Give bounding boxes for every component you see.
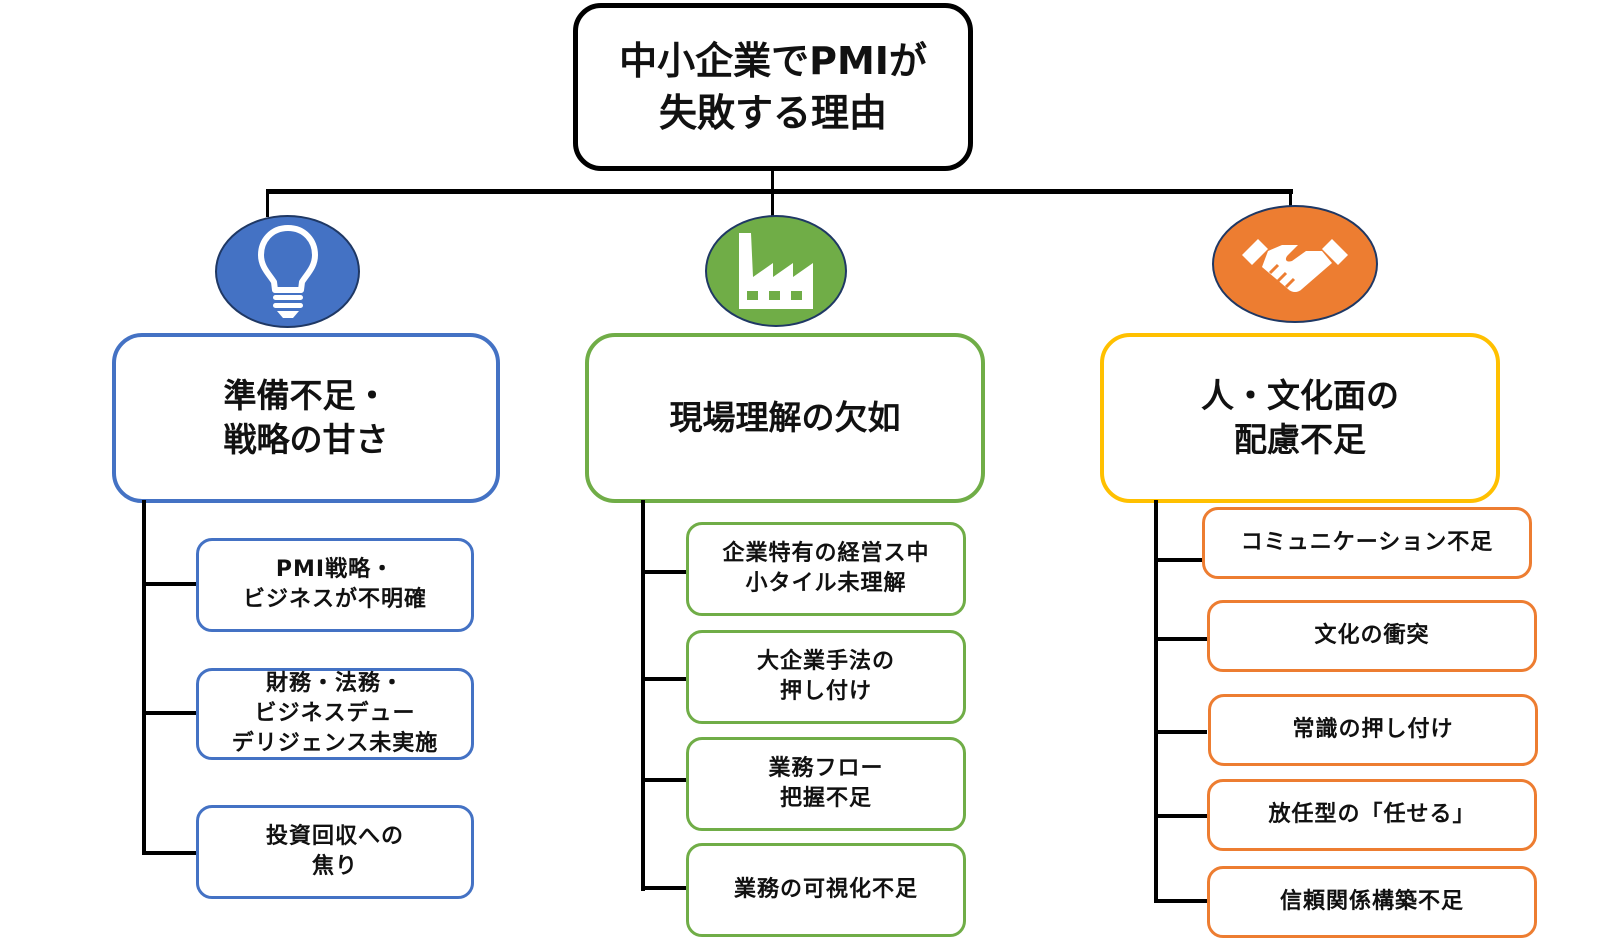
branch — [641, 570, 686, 574]
category-title-line1: 人・文化面の — [1201, 376, 1399, 415]
branch — [641, 677, 686, 681]
root-title-line2: 失敗する理由 — [658, 91, 887, 135]
trunk-field — [641, 500, 645, 891]
connector-left-drop — [266, 189, 269, 217]
reason-item: 信頼関係構築不足 — [1207, 866, 1537, 938]
branch — [142, 851, 196, 855]
reason-text: 小タイル未理解 — [745, 571, 907, 596]
category-title-line2: 配慮不足 — [1234, 420, 1366, 459]
reason-text: 投資回収への — [265, 824, 404, 849]
reason-text: 押し付け — [779, 679, 872, 704]
reason-item: 企業特有の経営ス中 小タイル未理解 — [686, 522, 966, 616]
reason-item: 大企業手法の 押し付け — [686, 630, 966, 724]
category-title-line1: 現場理解の欠如 — [669, 398, 901, 437]
trunk-culture — [1154, 500, 1158, 903]
reason-text: 放任型の「任せる」 — [1268, 802, 1476, 827]
root-title-line1: 中小企業でPMIが — [619, 39, 927, 83]
reason-text: PMI戦略・ — [275, 557, 395, 582]
reason-item: 業務フロー 把握不足 — [686, 737, 966, 831]
branch — [1154, 814, 1207, 818]
connector-right-drop — [1289, 189, 1292, 207]
reason-item: 放任型の「任せる」 — [1207, 779, 1537, 851]
category-box-culture: 人・文化面の 配慮不足 — [1100, 333, 1500, 503]
reason-item: コミュニケーション不足 — [1202, 507, 1532, 579]
reason-item: 業務の可視化不足 — [686, 843, 966, 937]
reason-text: ビジネスが不明確 — [242, 587, 427, 612]
reason-text: 把握不足 — [779, 786, 872, 811]
lightbulb-icon — [215, 215, 360, 328]
category-box-field: 現場理解の欠如 — [585, 333, 985, 503]
branch — [641, 886, 686, 890]
reason-text: 業務フロー — [768, 756, 884, 781]
reason-item: 文化の衝突 — [1207, 600, 1537, 672]
trunk-preparation — [142, 500, 146, 855]
connector-horizontal — [266, 189, 1293, 194]
handshake-icon — [1212, 205, 1378, 323]
factory-icon — [705, 215, 847, 327]
branch — [1154, 730, 1207, 734]
category-box-preparation: 準備不足・ 戦略の甘さ — [112, 333, 500, 503]
reason-text: 大企業手法の — [756, 649, 895, 674]
branch — [142, 711, 196, 715]
branch — [1154, 558, 1207, 562]
connector-center-drop — [771, 189, 774, 217]
root-title-box: 中小企業でPMIが 失敗する理由 — [573, 3, 973, 171]
reason-item: 投資回収への 焦り — [196, 805, 474, 899]
connector-root-stem — [771, 170, 774, 192]
reason-item: PMI戦略・ ビジネスが不明確 — [196, 538, 474, 632]
branch — [1154, 899, 1207, 903]
branch — [1154, 637, 1207, 641]
reason-text: コミュニケーション不足 — [1240, 530, 1494, 555]
reason-text: 企業特有の経営ス中 — [722, 541, 930, 566]
reason-text: 常識の押し付け — [1292, 717, 1454, 742]
reason-text: ビジネスデュー — [254, 701, 416, 726]
reason-text: 信頼関係構築不足 — [1279, 889, 1464, 914]
category-title-line2: 戦略の甘さ — [223, 420, 389, 459]
category-title-line1: 準備不足・ — [223, 376, 389, 415]
reason-text: 焦り — [311, 854, 358, 879]
reason-item: 常識の押し付け — [1208, 694, 1538, 766]
reason-item: 財務・法務・ ビジネスデュー デリジェンス未実施 — [196, 668, 474, 760]
reason-text: 業務の可視化不足 — [733, 877, 918, 902]
reason-text: デリジェンス未実施 — [231, 731, 439, 756]
reason-text: 財務・法務・ — [265, 671, 404, 696]
branch — [641, 778, 686, 782]
branch — [142, 582, 196, 586]
reason-text: 文化の衝突 — [1314, 623, 1430, 648]
